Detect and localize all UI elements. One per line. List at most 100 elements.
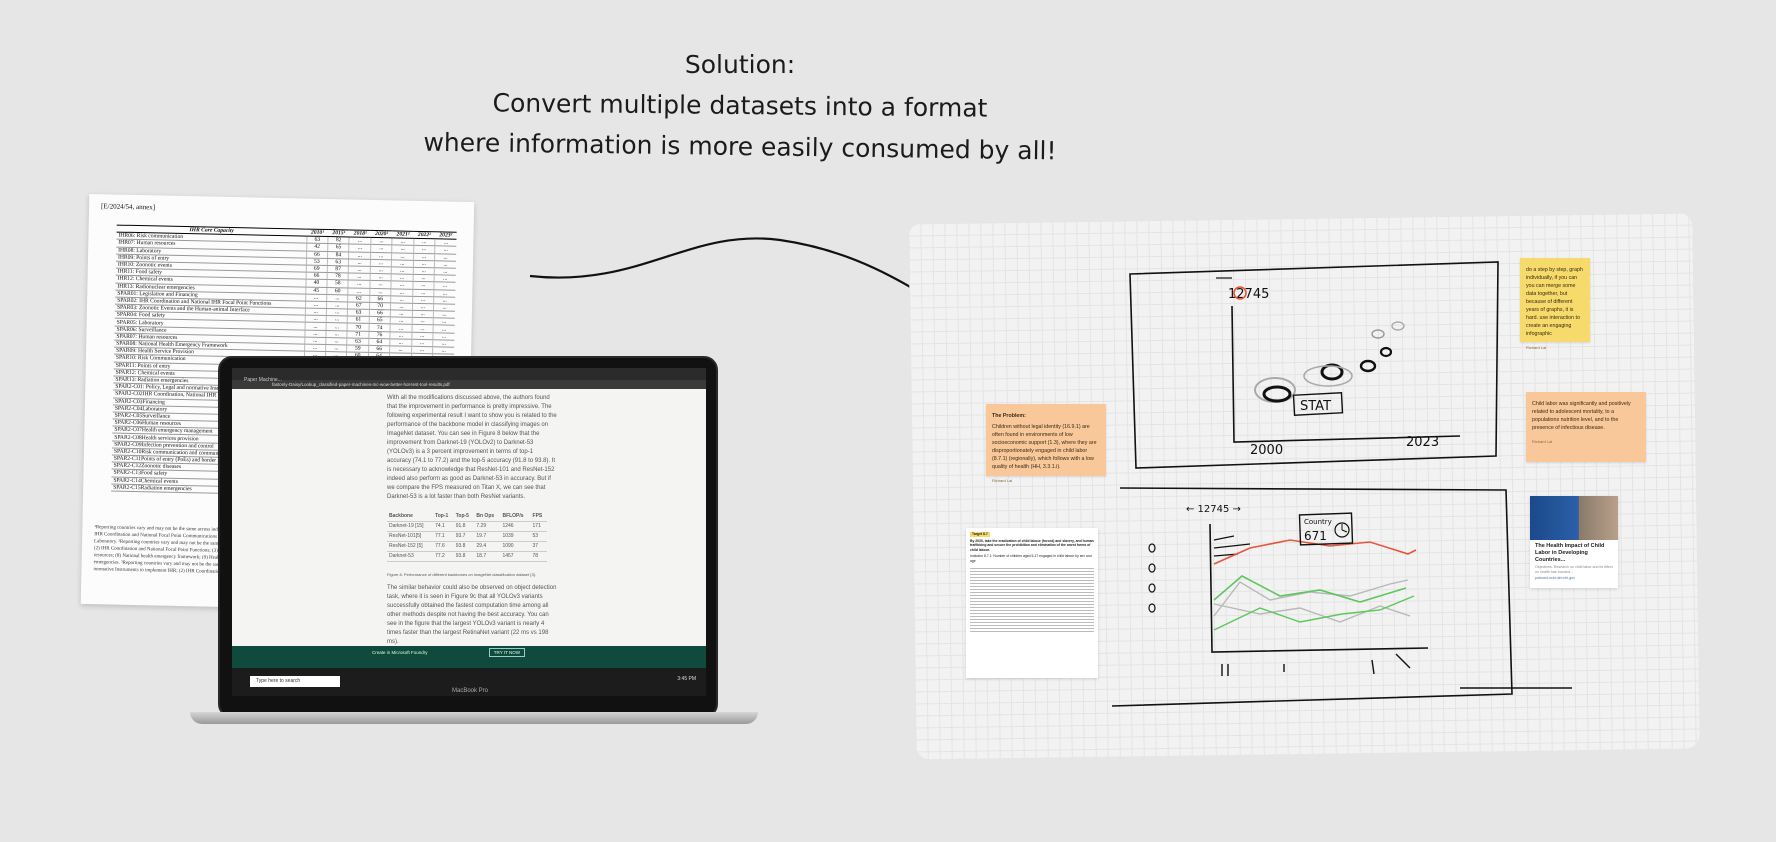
table-cell: 19.7 <box>474 531 501 542</box>
report-reference: [E/2024/54, annex] <box>100 202 156 212</box>
headline: Solution: Convert multiple datasets into… <box>410 44 1070 167</box>
address-bar[interactable]: fastonly-Daisy/Lookup_classified-paper-m… <box>232 380 706 389</box>
doc-row-line <box>970 614 1094 617</box>
sketch1-x-start: 2000 <box>1250 443 1283 458</box>
doc-row-line <box>970 599 1094 602</box>
doc-row-line <box>970 590 1094 593</box>
table-column-header: Backbone <box>387 512 434 522</box>
table-cell: 53 <box>530 531 547 542</box>
laptop-screen: Paper Machine... fastonly-Daisy/Lookup_c… <box>218 356 718 718</box>
browser-window: Paper Machine... fastonly-Daisy/Lookup_c… <box>232 368 706 696</box>
article-link-card[interactable]: The Health Impact of Child Labor in Deve… <box>1530 496 1618 588</box>
table-column-header: Top-1 <box>433 512 454 522</box>
doc-row-line <box>970 578 1094 581</box>
table-cell: 77.1 <box>433 531 454 542</box>
pdf-article: With all the modifications discussed abo… <box>387 394 557 647</box>
doc-row-line <box>970 620 1094 623</box>
sticky-note-problem[interactable]: The Problem: Children without legal iden… <box>986 404 1106 483</box>
table-cell: Darknet-19 [15] <box>387 521 434 532</box>
doc-row-line <box>970 623 1094 626</box>
sticky-step-text: do a step by step, graph individually, i… <box>1526 267 1583 337</box>
table-cell: 37 <box>530 541 547 552</box>
doc-row-line <box>970 575 1094 578</box>
article-paragraph-2: The similar behavior could also be obser… <box>387 585 557 645</box>
table-cell: 1457 <box>500 551 531 562</box>
sticky-problem-title: The Problem: <box>992 413 1026 419</box>
table-cell: 74.1 <box>433 521 454 532</box>
table-column-header: 2022² <box>413 231 436 239</box>
headline-line-3: where information is more easily consume… <box>423 127 1057 166</box>
promo-button[interactable]: TRY IT NOW <box>488 648 526 657</box>
table-cell: 93.8 <box>453 541 475 552</box>
windows-taskbar: Create in Microsoft Foundry TRY IT NOW T… <box>232 646 706 696</box>
sticky-child-author: Richard Lai <box>1532 439 1553 444</box>
doc-row-line <box>970 605 1094 608</box>
browser-tab[interactable]: Paper Machine... <box>244 377 282 383</box>
browser-tab-bar[interactable]: Paper Machine... <box>232 368 706 383</box>
table-cell: Darknet-53 <box>387 551 434 562</box>
table-cell: 93.7 <box>453 531 475 542</box>
doc-subtitle: Indicator 8.7.1: Number of children aged… <box>970 554 1092 563</box>
promo-banner[interactable]: Create in Microsoft Foundry TRY IT NOW <box>232 646 706 668</box>
table-cell: 77.2 <box>433 551 454 562</box>
doc-row-line <box>970 617 1094 620</box>
sketch2-tooltip-value: 671 <box>1304 529 1327 543</box>
table-cell: 1246 <box>500 521 531 532</box>
table-cell: ResNet-152 [5] <box>387 541 434 552</box>
doc-table-rows <box>970 566 1094 632</box>
sticky-note-child-labor[interactable]: Child labor was significantly and positi… <box>1526 392 1646 462</box>
taskbar-search-input[interactable]: Type here to search <box>250 676 340 687</box>
line-chart-sketch: ← 12745 → Country 671 <box>1111 487 1572 707</box>
sdg-document-thumbnail[interactable]: Target 8.7 By 2030, take the eradication… <box>966 528 1098 678</box>
laptop-model-label: MacBook Pro <box>451 688 488 694</box>
sticky-problem-author: Richard Lai <box>992 478 1013 483</box>
doc-row-line <box>970 629 1094 632</box>
taskbar-clock: 3:45 PM <box>677 676 696 682</box>
doc-row-line <box>970 602 1094 605</box>
table-column-header: Top-5 <box>453 512 475 522</box>
doc-target-badge: Target 8.7 <box>970 532 990 537</box>
doc-row-line <box>970 584 1094 587</box>
sketch2-tooltip-title: Country <box>1304 518 1332 526</box>
doc-row-line <box>970 596 1094 599</box>
sticky-step-author: Richard Lai <box>1526 345 1547 350</box>
article-description: Objectives. Research on child labor and … <box>1535 565 1613 574</box>
sketch2-range-label: ← 12745 → <box>1186 504 1241 515</box>
promo-text: Create in Microsoft Foundry <box>372 650 428 655</box>
doc-title: By 2030, take the eradication of child l… <box>970 538 1094 552</box>
table-cell: 18.7 <box>474 551 501 562</box>
sticky-child-text: Child labor was significantly and positi… <box>1532 401 1631 431</box>
doc-row-line <box>970 572 1094 575</box>
article-thumbnail-image <box>1530 496 1618 540</box>
sticky-note-step[interactable]: do a step by step, graph individually, i… <box>1520 258 1590 350</box>
table-cell: 1090 <box>500 541 531 552</box>
table-cell: 77.6 <box>433 541 454 552</box>
doc-row-line <box>970 581 1094 584</box>
table-cell: 78 <box>530 551 547 562</box>
table-cell: 1039 <box>500 531 531 542</box>
table-column-header: 2018² <box>349 229 372 238</box>
table-cell: 29.4 <box>474 541 501 552</box>
table-column-header: 2010¹ <box>306 229 329 237</box>
doc-row-line <box>970 566 1094 569</box>
table-column-header: Bn Ops <box>474 512 501 522</box>
doc-row-line <box>970 626 1094 629</box>
table-column-header: FPS <box>530 512 547 522</box>
article-paragraph-1: With all the modifications discussed abo… <box>387 395 557 500</box>
doc-row-line <box>970 608 1094 611</box>
table-cell: ResNet-101[5] <box>387 531 434 542</box>
laptop-base <box>190 712 758 724</box>
figure-caption: Figure 8. Performance of different backb… <box>387 572 536 577</box>
table-cell: 171 <box>530 521 547 532</box>
scatter-sketch: 12745 STAT 2000 2023 <box>1129 261 1499 469</box>
article-title: The Health Impact of Child Labor in Deve… <box>1535 543 1605 563</box>
table-column-header: BFLOP/s <box>500 512 531 522</box>
doc-row-line <box>970 611 1094 614</box>
doc-row-line <box>970 569 1094 572</box>
article-link[interactable]: pubmed.ncbi.nlm.nih.gov <box>1535 576 1575 581</box>
sticky-problem-text: Children without legal identity (16.9.1)… <box>992 424 1097 470</box>
